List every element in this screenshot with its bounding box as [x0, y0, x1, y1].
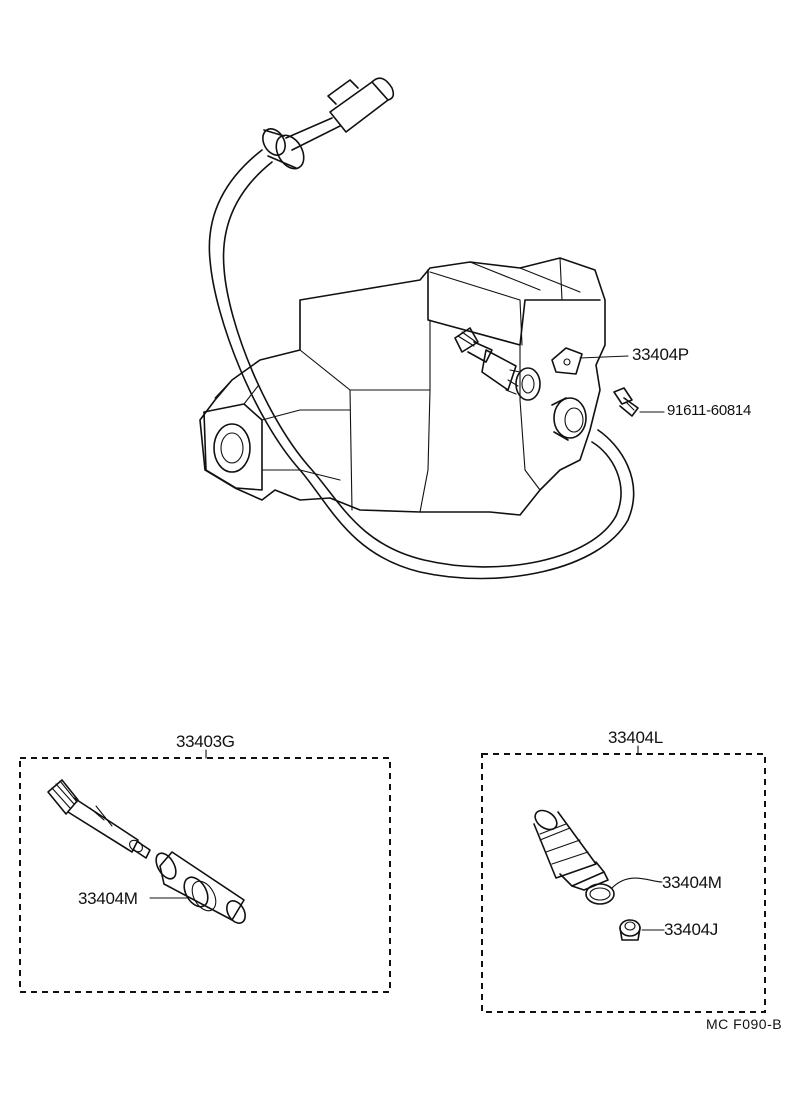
part-label-33404M-right: 33404M [662, 873, 722, 892]
speedometer-cable [208, 77, 635, 580]
part-label-33404P: 33404P [632, 345, 689, 364]
part-label-33404M-left: 33404M [78, 889, 138, 908]
kit-label-33403G: 33403G [176, 732, 235, 751]
kit-33404L-box [481, 745, 766, 1013]
diagram-code: MC F090-B [706, 1016, 783, 1032]
transmission-housing [199, 257, 639, 516]
part-label-91611-60814: 91611-60814 [667, 402, 752, 419]
part-label-33404J: 33404J [664, 920, 718, 939]
kit-label-33404L: 33404L [608, 728, 663, 747]
kit-33403G-box [19, 749, 391, 993]
